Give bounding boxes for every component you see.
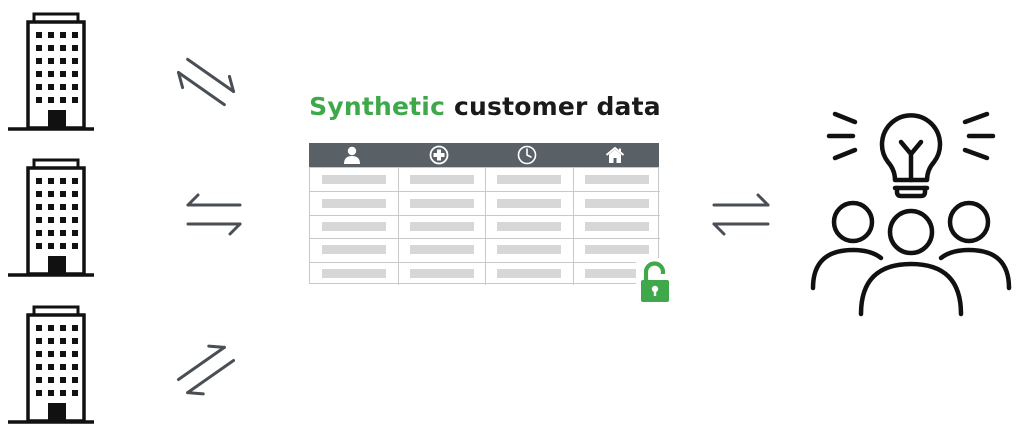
table-cell-placeholder xyxy=(322,222,386,231)
table-cell-placeholder xyxy=(410,269,474,278)
table-cell-placeholder xyxy=(322,245,386,254)
exchange-arrows-icon-bottom xyxy=(176,344,236,396)
building-icon-top xyxy=(8,12,94,131)
home-icon xyxy=(605,146,625,163)
table-cell-placeholder xyxy=(497,175,561,184)
table-body xyxy=(309,167,660,285)
medical-cross-icon xyxy=(429,145,449,165)
table-row-divider xyxy=(310,262,660,263)
table-column-divider xyxy=(398,168,399,285)
table-cell-placeholder xyxy=(585,269,649,278)
table-cell-placeholder xyxy=(410,175,474,184)
table-column-divider xyxy=(573,168,574,285)
table-cell-placeholder xyxy=(497,199,561,208)
table-cell-placeholder xyxy=(497,245,561,254)
table-cell-placeholder xyxy=(410,222,474,231)
table-cell-placeholder xyxy=(410,199,474,208)
synthetic-data-table xyxy=(309,143,660,285)
table-cell-placeholder xyxy=(585,245,649,254)
table-cell-placeholder xyxy=(410,245,474,254)
table-cell-placeholder xyxy=(585,222,649,231)
title-rest: customer data xyxy=(445,92,661,121)
table-cell-placeholder xyxy=(322,199,386,208)
lightbulb-people-icon xyxy=(810,111,1012,317)
diagram-title: Synthetic customer data xyxy=(300,92,670,121)
table-row-divider xyxy=(310,238,660,239)
table-column-divider xyxy=(485,168,486,285)
title-accent: Synthetic xyxy=(309,92,446,121)
table-cell-placeholder xyxy=(497,222,561,231)
table-cell-placeholder xyxy=(322,269,386,278)
clock-icon xyxy=(517,145,537,165)
table-cell-placeholder xyxy=(497,269,561,278)
table-cell-placeholder xyxy=(322,175,386,184)
exchange-arrows-icon-right xyxy=(712,193,770,236)
exchange-arrows-icon-middle xyxy=(186,193,242,236)
table-cell-placeholder xyxy=(585,175,649,184)
table-row-divider xyxy=(310,191,660,192)
table-cell-placeholder xyxy=(585,199,649,208)
unlocked-padlock-icon xyxy=(636,258,676,306)
table-header xyxy=(309,143,659,167)
person-icon xyxy=(344,146,360,164)
table-row-divider xyxy=(310,215,660,216)
building-icon-middle xyxy=(8,158,94,277)
building-icon-bottom xyxy=(8,305,94,424)
exchange-arrows-icon-top xyxy=(176,57,236,107)
